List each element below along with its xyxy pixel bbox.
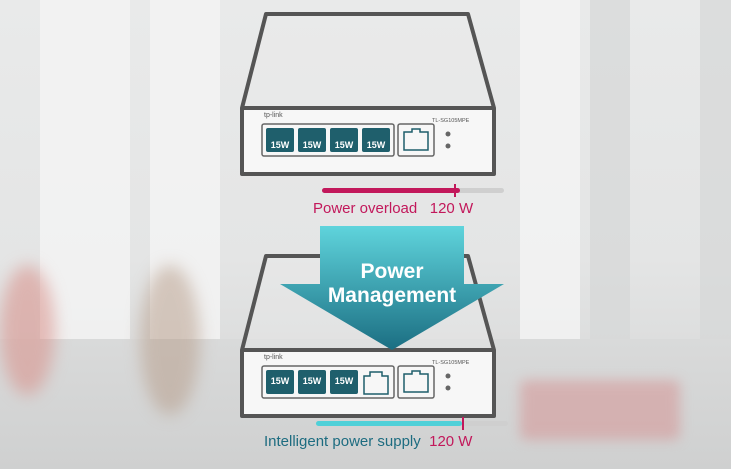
top-port-label-1: 15W [270,140,290,150]
bottom-model-name: TL-SG105MPE [432,360,470,366]
supply-bar-fill [316,421,462,426]
supply-power-bar [316,417,508,430]
top-switch-illustration [240,12,496,176]
arrow-line-1: Power [360,260,424,283]
arrow-line-2: Management [327,284,457,307]
bottom-port-label-3: 15W [334,376,354,386]
arrow-text: Power Management [272,260,512,308]
bottom-port-label-2: 15W [302,376,322,386]
overload-caption: Power overload 120 W [313,200,473,217]
top-port-label-3: 15W [334,140,354,150]
overload-limit-marker [454,184,456,197]
power-management-arrow: Power Management [276,226,508,352]
top-port-label-2: 15W [302,140,322,150]
supply-label: Intelligent power supply [264,433,421,450]
top-brand-logo: tp-link [264,112,283,119]
bottom-port-label-1: 15W [270,376,290,386]
supply-value: 120 W [429,433,473,450]
overload-bar-fill [322,188,461,193]
supply-limit-marker [462,417,464,430]
overload-value: 120 W [429,200,474,217]
down-arrow-icon [280,226,504,350]
supply-caption: Intelligent power supply 120 W [264,433,472,450]
top-switch: tp-link TL-SG105MPE 15W 15W 15W 15W [236,8,506,178]
overload-label: Power overload [313,200,418,217]
top-port-label-4: 15W [366,140,386,150]
overload-power-bar [322,184,504,197]
bottom-brand-logo: tp-link [264,354,283,361]
top-model-name: TL-SG105MPE [432,118,470,124]
